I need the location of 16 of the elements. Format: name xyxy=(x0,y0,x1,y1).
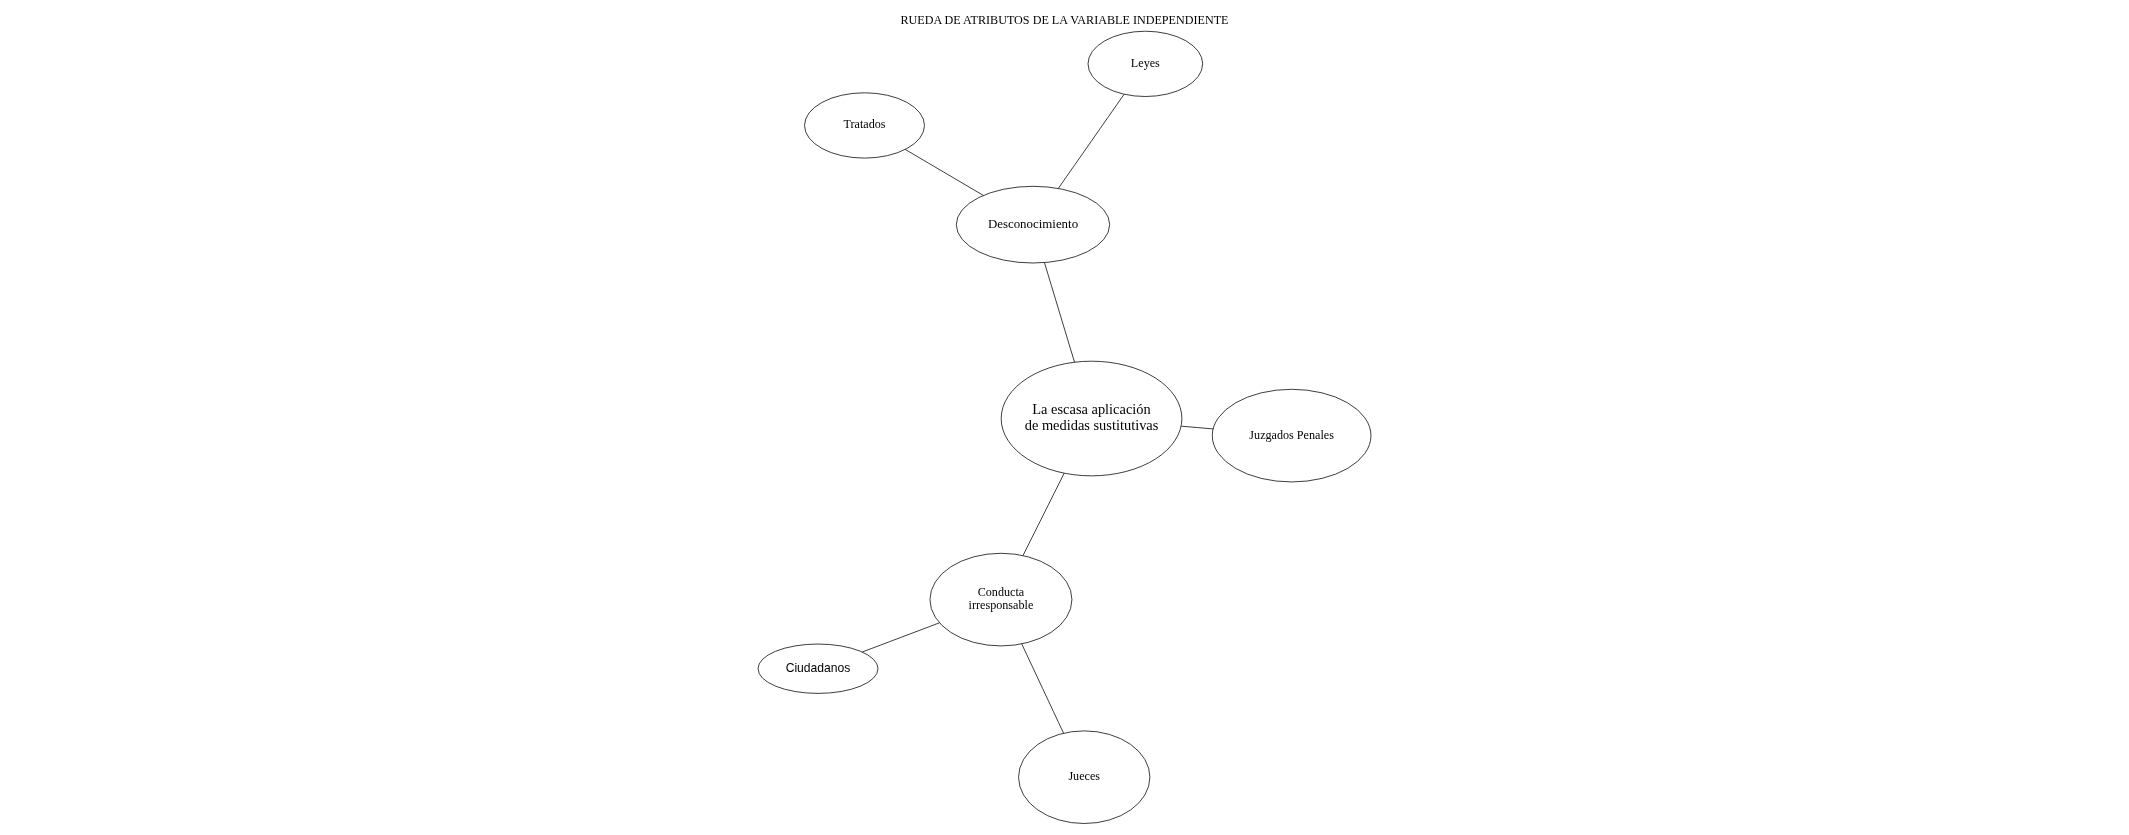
node-ellipse: Conducta irresponsable xyxy=(929,552,1073,647)
node-ellipse: Tratados xyxy=(804,92,925,159)
diagram-title: RUEDA DE ATRIBUTOS DE LA VARIABLE INDEPENDIENTE xyxy=(900,13,1229,28)
connector xyxy=(1022,472,1065,556)
node-ellipse: Juzgados Penales xyxy=(1211,388,1372,483)
connector xyxy=(904,149,984,196)
node-ellipse: Ciudadanos xyxy=(757,643,879,694)
node-ellipse: Leyes xyxy=(1087,30,1204,97)
connector xyxy=(1180,425,1214,430)
node-ellipse: Desconocimiento xyxy=(955,185,1111,264)
connector xyxy=(1021,643,1064,734)
connector xyxy=(1057,94,1125,189)
node-ellipse: La escasa aplicación de medidas sustitutivas xyxy=(1000,360,1183,477)
connector xyxy=(861,622,940,653)
connector xyxy=(1044,262,1075,363)
node-ellipse: Jueces xyxy=(1018,730,1151,824)
